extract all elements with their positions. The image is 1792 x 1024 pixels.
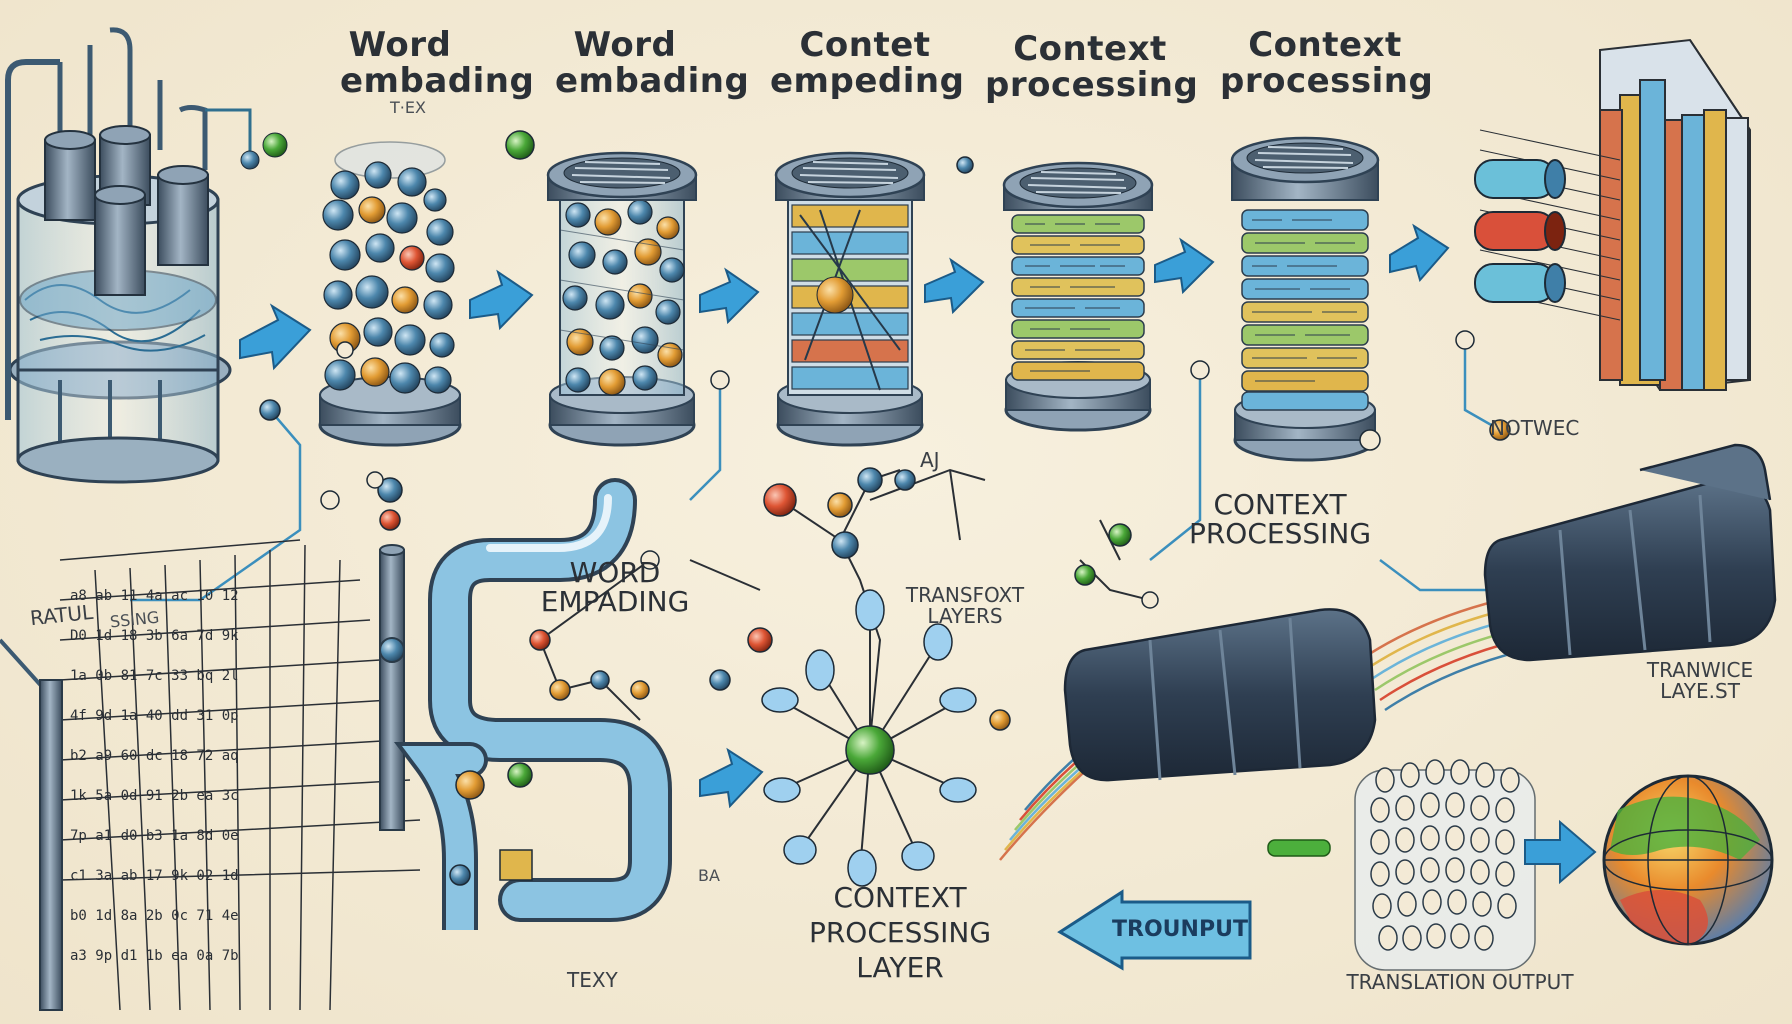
scribble-aj: AJ bbox=[920, 448, 940, 472]
label-context-processing-1-line1: Context bbox=[1013, 29, 1167, 69]
label-context-processing-layer-line1: CONTEXT bbox=[833, 881, 967, 914]
label-context-processing-layer: CONTEXT PROCESSING LAYER bbox=[790, 880, 1010, 985]
label-word-empading-line1: WORD bbox=[569, 556, 661, 589]
label-context-processing-layer-line3: LAYER bbox=[856, 951, 944, 984]
starburst-node bbox=[709, 589, 1011, 887]
molecule-network bbox=[377, 467, 1159, 741]
arrow-5 bbox=[1154, 237, 1215, 295]
arrow-pipe bbox=[699, 747, 764, 809]
arrow-1 bbox=[239, 303, 312, 371]
scribble-tex: T·EX bbox=[390, 98, 426, 117]
context-column-5 bbox=[1230, 136, 1380, 462]
label-translation-output: TRANSLATION OUTPUT bbox=[1346, 970, 1574, 994]
text-grid bbox=[59, 539, 421, 1011]
book-stack bbox=[1474, 38, 1751, 392]
svg-text:b0 1d 8a 2b 0c 71 4e: b0 1d 8a 2b 0c 71 4e bbox=[70, 908, 239, 924]
svg-text:1a 0b 81 7c 33 bq 2l: 1a 0b 81 7c 33 bq 2l bbox=[70, 668, 239, 684]
label-contet-empeding: Contet empeding bbox=[770, 25, 965, 101]
label-word-embading-1-line2: embading bbox=[340, 60, 535, 101]
grid-pillars bbox=[39, 544, 405, 1011]
text-grid-glyphs: a8 ab 11 4a ac 10 12 D0 1d 18 3b 6a 7d 9… bbox=[70, 588, 239, 964]
label-contet-empeding-line1: Contet bbox=[799, 25, 931, 65]
label-context-processing-1-line2: processing bbox=[985, 64, 1199, 105]
label-word-empading-line2: EMPADING bbox=[540, 585, 690, 619]
reactor-apparatus bbox=[5, 27, 288, 484]
embedding-column-2 bbox=[546, 151, 698, 447]
label-word-embading-1: Word embading bbox=[340, 25, 535, 101]
label-context-processing-1: Context processing bbox=[985, 29, 1199, 105]
label-word-embading-2: Word embading bbox=[555, 25, 750, 101]
context-column-4 bbox=[1002, 161, 1154, 432]
embedding-column-1 bbox=[318, 141, 462, 447]
label-notwec: NOTWEC bbox=[1490, 416, 1580, 440]
label-contet-empeding-line2: empeding bbox=[770, 60, 965, 101]
svg-text:4f 9d 1a 40 dd 31 0p: 4f 9d 1a 40 dd 31 0p bbox=[70, 708, 239, 724]
arrow-to-globe bbox=[1524, 819, 1597, 885]
label-context-processing-2: Context processing bbox=[1220, 25, 1434, 101]
small-nodes bbox=[336, 341, 1381, 886]
label-word-embading-1-line1: Word bbox=[348, 25, 452, 65]
svg-text:c1 3a ab 17 9k 02 1d: c1 3a ab 17 9k 02 1d bbox=[70, 868, 239, 884]
green-bar bbox=[1267, 839, 1331, 857]
label-word-empading: WORD EMPADING bbox=[535, 558, 695, 617]
label-tranwice-line2: LAYE.ST bbox=[1660, 679, 1740, 703]
arrow-4 bbox=[924, 257, 985, 315]
top-flow-arrows bbox=[239, 223, 1450, 371]
svg-text:7p a1 d0 b3 1a 8d 0e: 7p a1 d0 b3 1a 8d 0e bbox=[70, 828, 239, 844]
label-tranwice-line1: TRANWICE bbox=[1646, 658, 1754, 682]
trounput-arrow bbox=[1057, 889, 1252, 971]
embedding-column-3 bbox=[774, 151, 926, 447]
label-word-embading-2-line1: Word bbox=[573, 25, 677, 65]
svg-text:a3 9p d1 1b ea 0a 7b: a3 9p d1 1b ea 0a 7b bbox=[70, 948, 239, 964]
label-context-processing-mid-line2: PROCESSING bbox=[1188, 517, 1372, 551]
globe bbox=[1602, 774, 1774, 946]
label-context-processing-2-line2: processing bbox=[1220, 60, 1434, 101]
svg-text:D0 1d 18 3b 6a 7d 9k: D0 1d 18 3b 6a 7d 9k bbox=[70, 628, 239, 644]
svg-text:1k 5a 0d 91 2b ea 3c: 1k 5a 0d 91 2b ea 3c bbox=[70, 788, 239, 804]
label-transfoxt-line1: TRANSFOXT bbox=[905, 583, 1025, 607]
arrow-3 bbox=[699, 267, 760, 325]
output-stack bbox=[1354, 759, 1536, 971]
scribble-ba: BA bbox=[698, 866, 720, 885]
wire-nodes bbox=[259, 130, 1511, 510]
cables bbox=[999, 443, 1777, 861]
svg-text:b2 a9 60 dc 18 72 aq: b2 a9 60 dc 18 72 aq bbox=[70, 748, 239, 764]
label-context-processing-2-line1: Context bbox=[1248, 25, 1402, 65]
label-word-embading-2-line2: embading bbox=[555, 60, 750, 101]
arrow-2 bbox=[469, 269, 534, 331]
label-transfoxt-line2: LAYERS bbox=[927, 604, 1003, 628]
svg-text:a8 ab 11 4a ac 10 12: a8 ab 11 4a ac 10 12 bbox=[70, 588, 239, 604]
label-context-processing-mid: CONTEXT PROCESSING bbox=[1170, 490, 1390, 549]
label-trounput: TROUNPUT bbox=[1112, 917, 1248, 942]
label-context-processing-mid-line1: CONTEXT bbox=[1213, 488, 1347, 521]
label-transfoxt-layers: TRANSFOXT LAYERS bbox=[895, 585, 1035, 627]
label-context-processing-layer-line2: PROCESSING bbox=[808, 916, 992, 949]
label-tranwice-layest: TRANWICE LAYE.ST bbox=[1630, 660, 1770, 702]
arrow-6 bbox=[1389, 223, 1450, 283]
scribble-texy: TEXY bbox=[567, 968, 618, 992]
